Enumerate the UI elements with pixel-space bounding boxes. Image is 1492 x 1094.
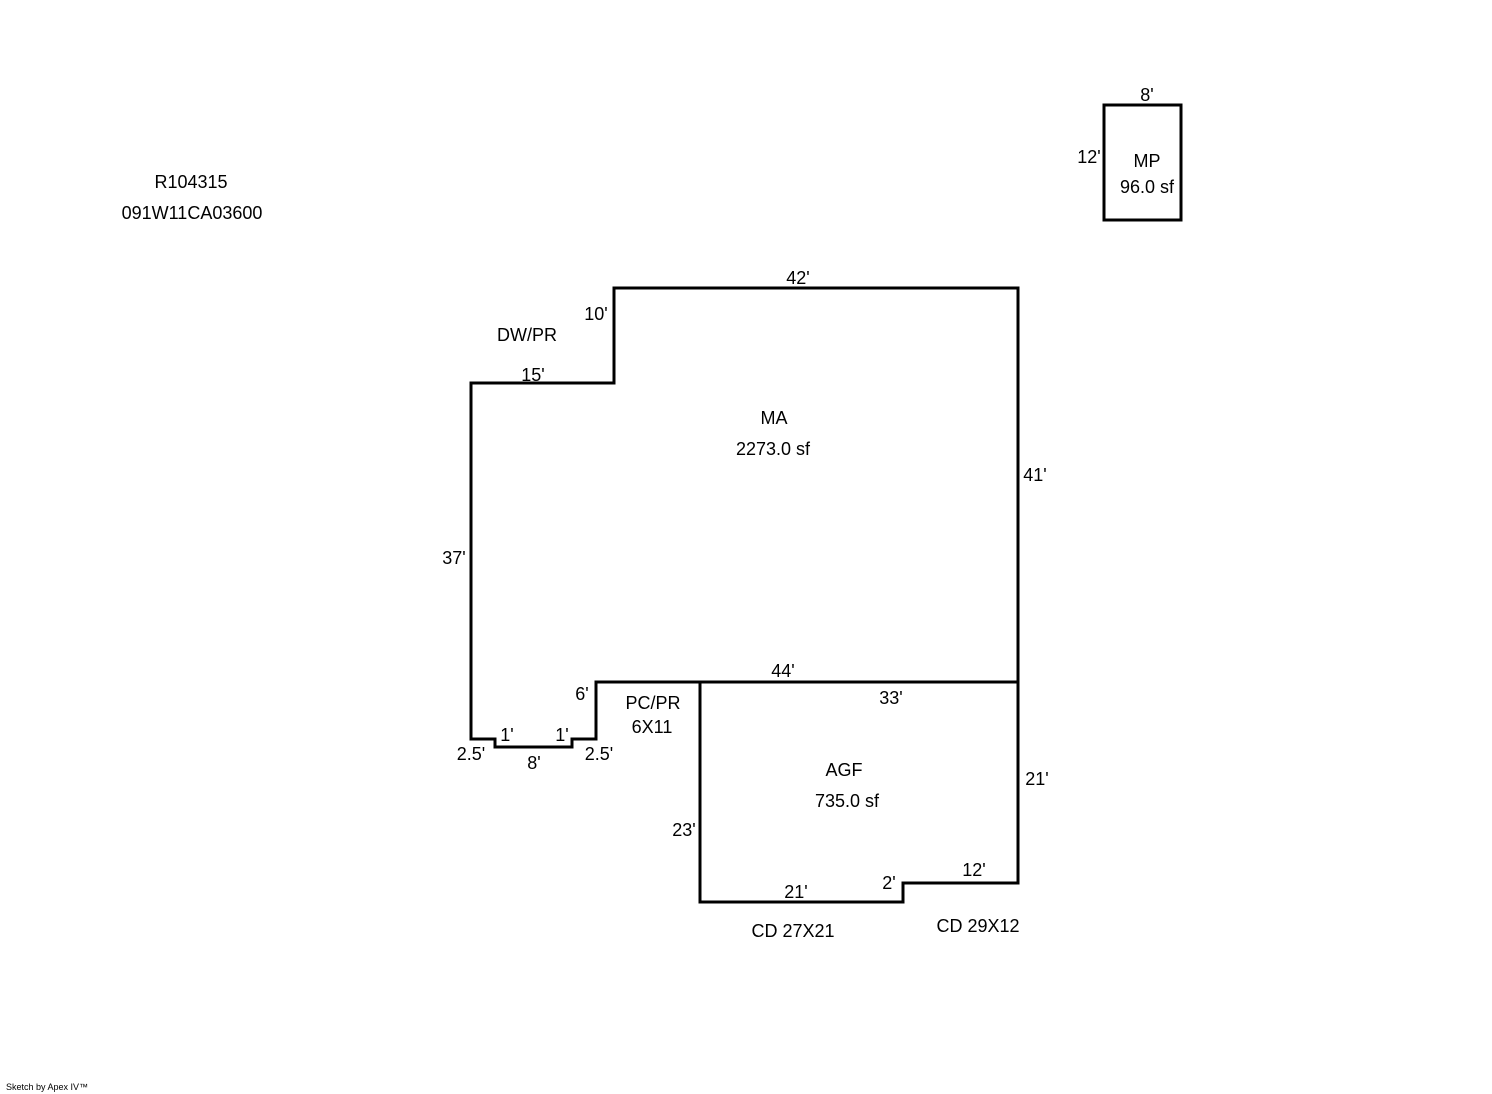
agf-top-dimension: 33' [879, 688, 902, 708]
map-tax-lot: 091W11CA03600 [122, 203, 263, 223]
ma-left-dimension: 37' [442, 548, 465, 568]
agf-code: AGF [825, 760, 862, 780]
step-up-dimension: 10' [584, 304, 607, 324]
dw-pr-label: DW/PR [497, 325, 557, 345]
ma-code: MA [761, 408, 788, 428]
porch-up-dimension: 6' [575, 684, 588, 704]
ma-bottom-dimension: 44' [771, 661, 794, 681]
agf-right-dimension: 21' [1025, 769, 1048, 789]
agf-jog-dimension: 2' [882, 873, 895, 893]
mp-left-dimension: 12' [1077, 147, 1100, 167]
ma-right-dimension: 41' [1023, 465, 1046, 485]
notch-right-step-dimension: 1' [555, 725, 568, 745]
agf-outline [698, 680, 1020, 904]
ma-area: 2273.0 sf [736, 439, 811, 459]
notch-bottom-dimension: 8' [527, 753, 540, 773]
agf-area: 735.0 sf [815, 791, 880, 811]
mp-outline [1102, 103, 1183, 222]
footer-credit: Sketch by Apex IV™ [6, 1082, 88, 1092]
step-over-dimension: 15' [521, 365, 544, 385]
mp-area: 96.0 sf [1120, 177, 1175, 197]
cd-label-1: CD 27X21 [751, 921, 834, 941]
agf-bottom-dimension: 21' [784, 882, 807, 902]
notch-right-drop-dimension: 2.5' [585, 744, 613, 764]
mp-code: MP [1134, 151, 1161, 171]
ma-top-dimension: 42' [786, 268, 809, 288]
pc-pr-label: PC/PR [625, 693, 680, 713]
pc-pr-size: 6X11 [632, 717, 673, 737]
agf-bottom-right-dimension: 12' [962, 860, 985, 880]
ma-outline [469, 286, 1020, 749]
mp-top-dimension: 8' [1140, 85, 1153, 105]
agf-left-dimension: 23' [672, 820, 695, 840]
notch-left-step-dimension: 1' [500, 725, 513, 745]
parcel-id: R104315 [154, 172, 227, 192]
cd-label-2: CD 29X12 [936, 916, 1019, 936]
notch-left-drop-dimension: 2.5' [457, 744, 485, 764]
